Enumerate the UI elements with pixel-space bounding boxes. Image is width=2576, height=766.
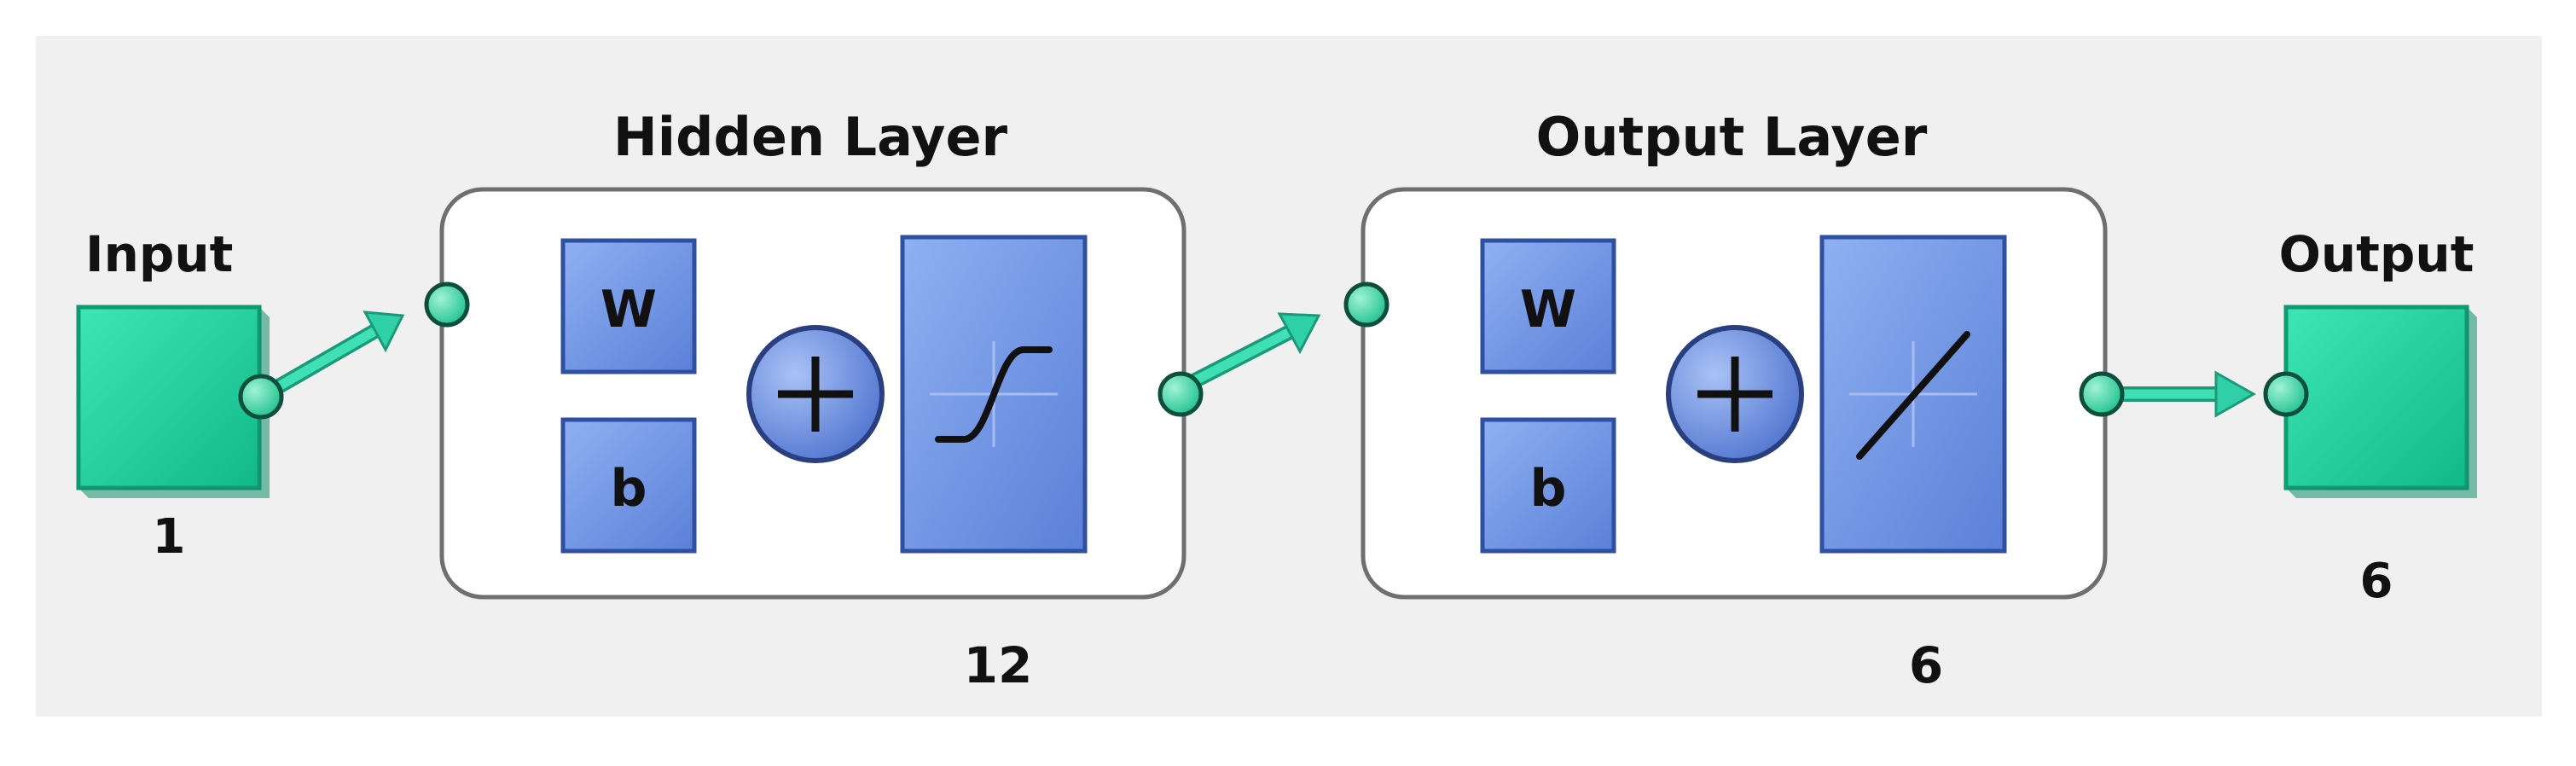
output-port-node [2263, 371, 2309, 417]
output-weight-label: W [1520, 280, 1576, 339]
output-bias-block [1480, 417, 1616, 554]
hidden-entry-node [424, 281, 470, 328]
hidden-layer-size: 12 [964, 636, 1033, 694]
output-block [2283, 305, 2469, 490]
input-port-node [238, 374, 284, 420]
input-node: Input 1 [76, 225, 270, 565]
output-label: Output [2279, 225, 2474, 283]
output-layer-title: Output Layer [1536, 106, 1928, 168]
output-sum-icon [1666, 325, 1804, 463]
hidden-exit-node [1157, 371, 1204, 417]
output-layer-entry-node [1343, 281, 1390, 328]
hidden-layer: Hidden Layer 12 W b [439, 106, 1186, 694]
connection-nodes [238, 281, 2309, 420]
hidden-weight-label: W [600, 280, 657, 339]
hidden-weight-block [560, 238, 697, 374]
diagram-panel [36, 36, 2542, 717]
hidden-sum-icon [746, 325, 885, 463]
sigmoid-icon [930, 341, 1058, 447]
output-weight-block [1480, 238, 1616, 374]
arrow-head [1277, 312, 1321, 355]
output-size: 6 [2360, 554, 2393, 609]
output-layer-exit-node [2079, 371, 2125, 417]
arrow-head [2214, 370, 2257, 418]
output-layer: Output Layer 6 W b [1361, 106, 2108, 694]
hidden-layer-title: Hidden Layer [613, 106, 1008, 168]
hidden-bias-label: b [611, 459, 647, 519]
input-label: Input [85, 225, 233, 283]
output-layer-size: 6 [1909, 636, 1943, 694]
linear-icon [1849, 331, 1977, 460]
hidden-bias-block [560, 417, 697, 554]
input-size: 1 [153, 509, 186, 565]
arrow-head [363, 310, 405, 353]
input-block [76, 305, 262, 490]
output-node: Output 6 [2279, 225, 2477, 609]
output-bias-label: b [1530, 459, 1567, 519]
